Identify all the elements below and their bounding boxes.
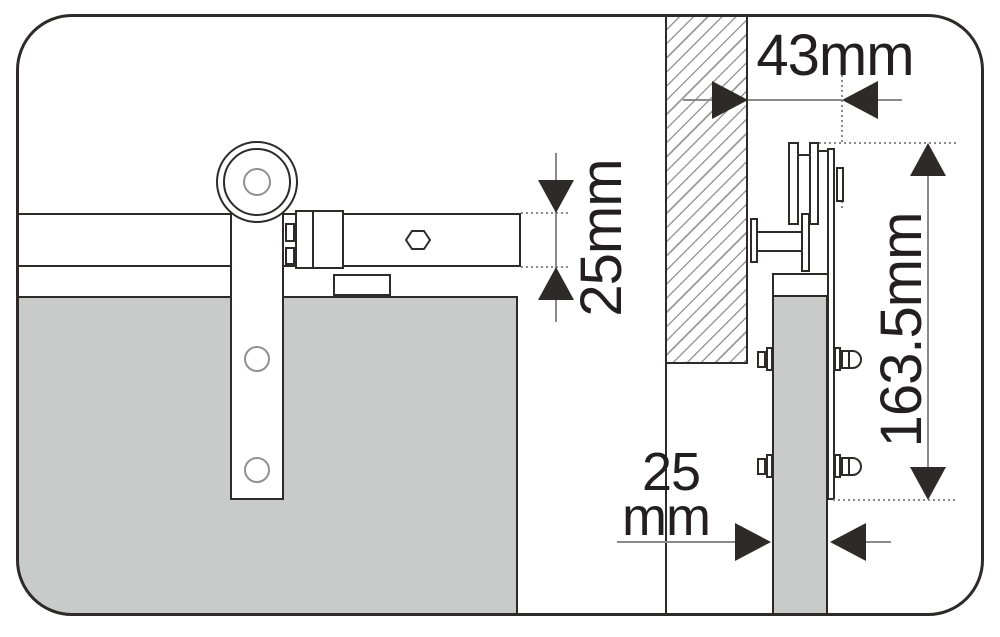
bolt-washer-right-upper [834,347,841,371]
strap-hole-top [244,346,270,372]
door-top-bracket-side [772,273,829,297]
hanger-strap-side [827,148,835,500]
wheel-disc-side-far [809,142,819,225]
hanger-bottom-extension-line [833,499,955,501]
bolt-head-upper [757,351,766,368]
hanger-dim-arrow-up [910,143,946,176]
rail-connector-divider [312,212,314,267]
axle-nut-side [836,167,844,202]
rail-dim-arrow-down [538,180,574,213]
thickness-dim-arrow-left [830,523,866,561]
door-panel-side [772,296,828,616]
acorn-nut-lower-flange-line [848,458,850,475]
door-thickness-label-line1: 25 [641,442,701,502]
acorn-nut-upper-flange-line [848,351,850,368]
acorn-nut-upper [841,350,862,369]
strap-top-connector-line [819,150,827,152]
strap-hole-bottom [244,457,270,483]
thickness-dim-arrow-right [735,523,771,561]
axle-hub [243,168,271,196]
thickness-dim-line-left [617,541,735,543]
wheel-bridge-line [799,154,809,156]
rail-dim-arrow-up [538,267,574,300]
rail-height-label: 25mm [569,159,634,317]
hex-bolt-icon [405,230,431,250]
rail-dimension-line [555,153,557,322]
thickness-dim-line-right [866,541,891,543]
hanger-length-label: 163.5mm [869,212,934,448]
wheel-disc-side-near [788,142,799,225]
rail-splice-tooth-lower [285,247,295,265]
rail-splice-tooth-upper [285,223,295,242]
hanger-dim-line [927,145,929,498]
wall-spacer-shaft [758,231,801,252]
wall-offset-label: 43mm [756,23,914,88]
bolt-washer-left-upper [766,347,773,371]
bolt-washer-right-lower [834,454,841,478]
bolt-washer-left-lower [766,454,773,478]
wall-face-line [665,14,667,616]
door-thickness-label-line2: mm [622,487,711,547]
rail-cross-section [801,213,810,272]
offset-dim-line-mid [748,99,842,101]
offset-dim-arrow-left [842,81,878,119]
rail-top-extension-line [521,212,568,214]
offset-dim-arrow-right [712,81,748,119]
wall-spacer-washer [750,218,758,263]
door-top-bracket-front [333,274,391,296]
acorn-nut-lower [841,457,862,476]
diagram-frame: 25mm [16,14,984,616]
offset-dim-line-right [878,99,902,101]
bolt-head-lower [757,458,766,475]
rail-connector-block [295,210,344,269]
hanger-top-extension-line [819,142,957,144]
wall-section-hatched [667,14,748,364]
offset-dim-line-left [683,99,712,101]
hanger-dim-arrow-down [910,467,946,500]
